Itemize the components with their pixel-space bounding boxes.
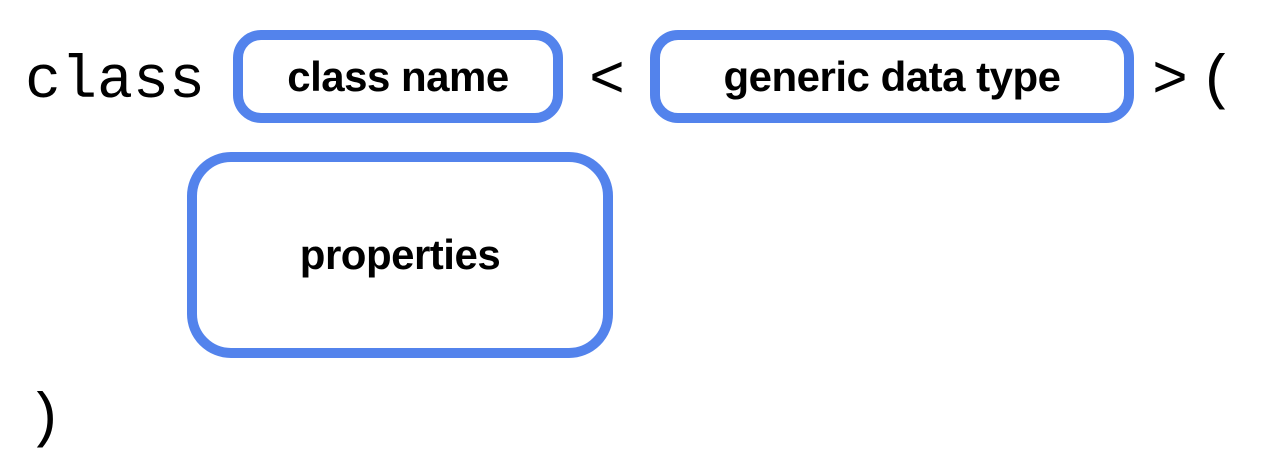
close-angle-bracket: > bbox=[1152, 48, 1189, 116]
close-parenthesis: ) bbox=[27, 386, 64, 454]
open-angle-bracket: < bbox=[589, 48, 626, 116]
class-name-box: class name bbox=[233, 30, 563, 123]
properties-box: properties bbox=[187, 152, 613, 358]
generic-data-type-box: generic data type bbox=[650, 30, 1134, 123]
generic-data-type-label: generic data type bbox=[723, 52, 1061, 100]
class-keyword: class bbox=[25, 48, 206, 116]
class-name-label: class name bbox=[287, 52, 509, 100]
open-parenthesis: ( bbox=[1199, 48, 1236, 116]
properties-label: properties bbox=[299, 231, 501, 278]
